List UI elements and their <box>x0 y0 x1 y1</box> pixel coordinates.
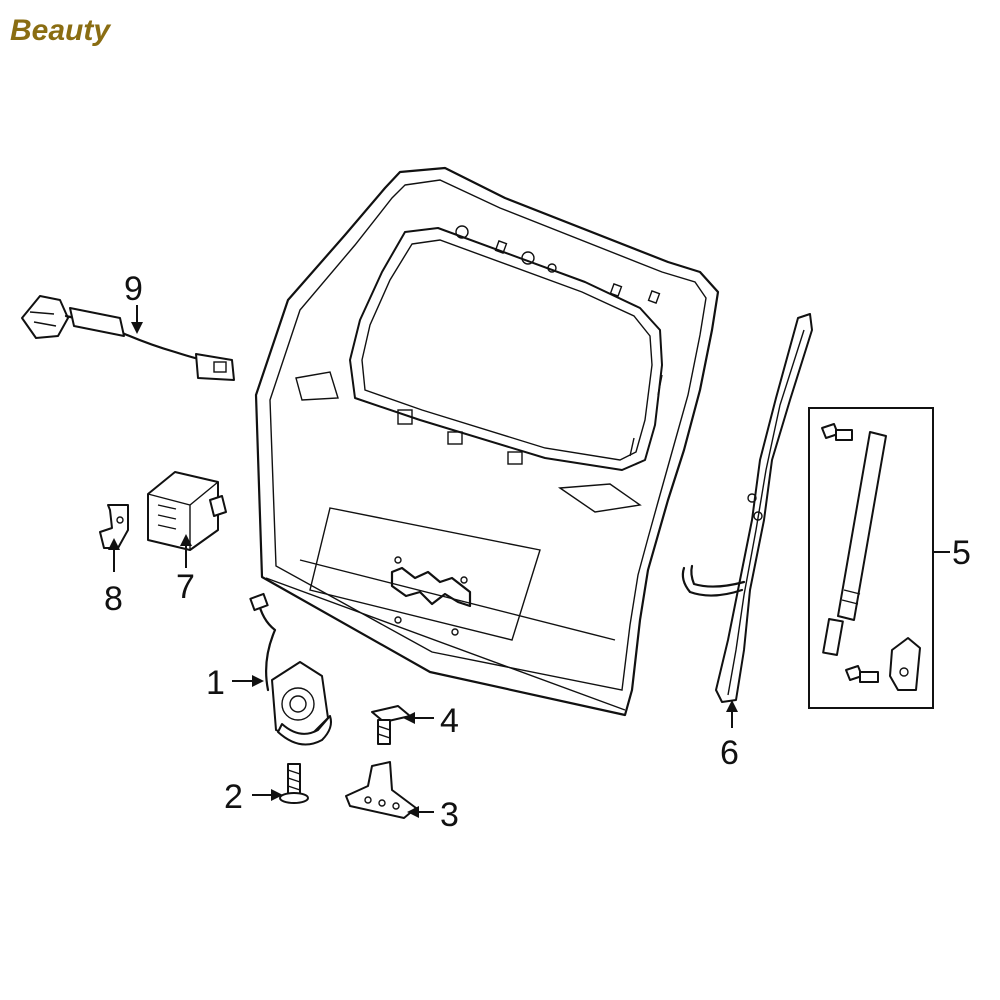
liftgate-panel <box>254 166 720 717</box>
callout-1: 1 <box>206 664 225 702</box>
part-1-latch-actuator <box>249 592 332 746</box>
callout-7: 7 <box>176 568 195 606</box>
part-2-bolt <box>279 763 309 804</box>
callout-2: 2 <box>224 778 243 816</box>
part-4-stud-bolt <box>371 705 411 745</box>
callout-6: 6 <box>720 734 739 772</box>
callout-leaders <box>108 305 950 818</box>
part-6-weatherstrip-channel <box>681 313 813 703</box>
callout-8: 8 <box>104 580 123 618</box>
callout-5: 5 <box>952 534 971 572</box>
part-3-striker-bracket <box>345 761 417 819</box>
part-8-clip-bracket <box>99 504 129 549</box>
callout-3: 3 <box>440 796 459 834</box>
part-9-wiring-harness <box>21 295 235 381</box>
callout-4: 4 <box>440 702 459 740</box>
callout-9: 9 <box>124 270 143 308</box>
part-5-gas-strut-kit <box>808 407 934 709</box>
brand-logo-text: Beauty <box>10 14 111 47</box>
